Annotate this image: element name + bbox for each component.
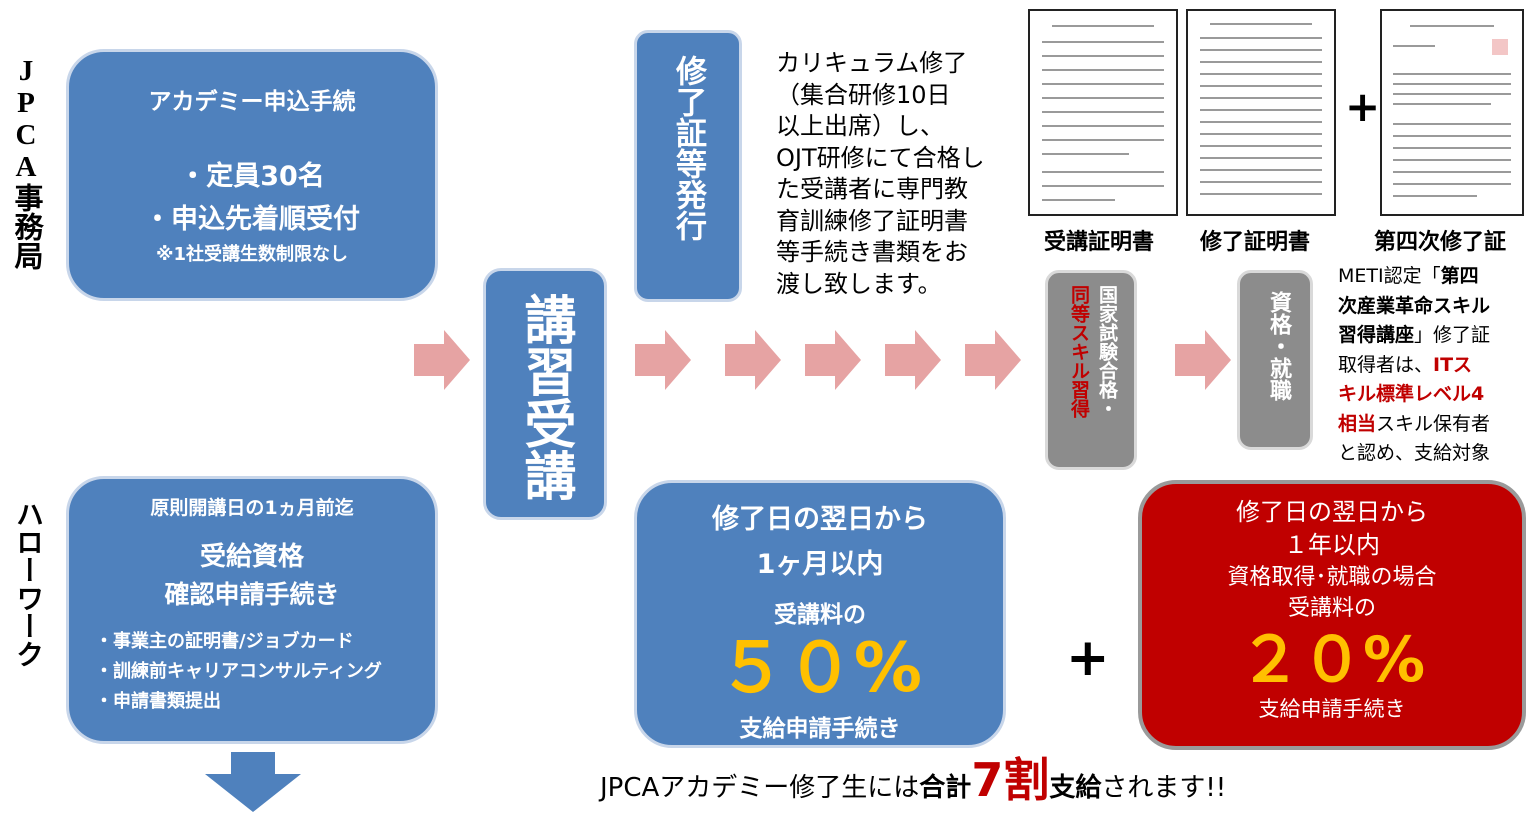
meti-text-red: ITス [1433,353,1473,376]
benefit1-line2: 1ヶ月以内 [756,549,884,580]
jpca-box-title: アカデミー申込手続 [148,89,356,115]
meti-text: 」修了証 [1414,324,1491,346]
attendance-certificate-caption: 受講証明書 [1044,230,1155,255]
benefit-50-box: 修了日の翌日から 1ヶ月以内 受講料の ５０% 支給申請手続き [634,480,1006,748]
benefit1-percent: ５０% [717,629,923,708]
hw-box-title2: 確認申請手続き [164,580,340,609]
meti-text-bold: 習得講座 [1338,324,1415,346]
course-attendance-box: 講習受講 [483,268,607,520]
fourth-certificate-caption: 第四次修了証 [1374,230,1507,255]
meti-text: スキル保有者 [1376,412,1491,435]
benefit2-percent: ２０% [1238,623,1426,696]
hw-box-item: ・申請書類提出 [95,691,221,712]
fourth-completion-certificate-image [1380,9,1524,216]
equivalent-skill-label: 同等スキル習得 [1068,285,1090,418]
benefit2-footer: 支給申請手続き [1258,697,1406,721]
bottom-text: されます!! [1101,773,1227,803]
benefit2-line2: １年以内 [1284,531,1380,559]
benefit2-line4: 受講料の [1287,596,1376,621]
documents-plus: + [1345,82,1381,131]
flow-arrow-icon [725,330,781,390]
flow-arrow-icon [414,330,470,390]
course-attendance-label: 講習受講 [515,293,575,501]
attendance-certificate-image [1028,9,1178,216]
hellowork-side-label: ハローワーク [12,500,45,668]
benefit-plus: + [1066,628,1110,688]
hw-box-title1: 受給資格 [199,542,304,572]
benefit1-line1: 修了日の翌日から [712,504,928,535]
benefit2-line3: 資格取得･就職の場合 [1227,565,1437,590]
meti-text-bold: 第四 [1440,265,1479,287]
flow-arrow-icon [885,330,941,390]
meti-text-red: 相当 [1338,412,1377,435]
curriculum-line: 等手続き書類をお [776,238,968,266]
jpca-box-line1: ・定員30名 [179,161,325,192]
curriculum-line: た受講者に専門教 [776,175,968,203]
meti-text: と認め、支給対象 [1338,442,1491,464]
jpca-box-line2: ・申込先着順受付 [144,204,360,235]
certificate-issue-box: 修了証等発行 [634,30,742,302]
curriculum-line: 以上出席）し、 [776,112,944,140]
curriculum-line: 渡し致します。 [776,269,942,298]
bottom-text-highlight: 7割 [971,753,1050,807]
meti-text-bold: 次産業革命スキル [1338,294,1491,317]
meti-text-red: キル標準レベル4 [1338,383,1485,405]
jpca-box-note: ※1社受講生数制限なし [155,244,349,265]
completion-certificate-image [1186,9,1336,216]
hw-box-header: 原則開講日の1ヵ月前迄 [150,497,354,519]
flow-arrow-icon [1175,330,1231,390]
benefit1-footer: 支給申請手続き [739,716,901,742]
curriculum-line: OJT研修にて合格し [776,143,985,172]
bottom-text-bold: 合計 [919,773,972,803]
curriculum-line: （集合研修10日 [776,80,951,109]
qualification-employment-box: 資格・就職 [1237,270,1313,450]
bottom-summary: JPCAアカデミー修了生には合計7割支給されます!! [600,752,1226,816]
flow-arrow-icon [805,330,861,390]
certificate-issue-label: 修了証等発行 [670,55,706,241]
benefit2-line1: 修了日の翌日から [1236,498,1428,526]
national-exam-box: 国家試験合格・ 同等スキル習得 [1045,270,1137,470]
curriculum-line: 育訓練修了証明書 [776,206,968,235]
completion-certificate-caption: 修了証明書 [1200,230,1311,255]
flow-arrow-icon [965,330,1021,390]
meti-text: 取得者は、 [1338,353,1434,376]
down-arrow-icon [205,752,301,812]
meti-description: METI認定「第四 次産業革命スキル 習得講座」修了証 取得者は、ITス キル標… [1338,262,1490,469]
jpca-application-box: アカデミー申込手続 ・定員30名 ・申込先着順受付 ※1社受講生数制限なし [66,49,438,301]
qualification-employment-label: 資格・就職 [1266,291,1291,401]
meti-text: METI認定「 [1338,265,1441,287]
flow-arrow-icon [635,330,691,390]
hw-box-item: ・訓練前キャリアコンサルティング [95,661,382,682]
jpca-side-label: JPCA事務局 [10,55,42,270]
bottom-text: JPCAアカデミー修了生には [600,773,920,803]
national-exam-label: 国家試験合格・ [1096,285,1118,418]
curriculum-description: カリキュラム修了 （集合研修10日 以上出席）し、 OJT研修にて合格し た受講… [776,48,985,300]
bottom-text-bold: 支給 [1049,773,1102,803]
hellowork-procedure-box: 原則開講日の1ヵ月前迄 受給資格 確認申請手続き ・事業主の証明書/ジョブカード… [66,476,438,744]
hw-box-item: ・事業主の証明書/ジョブカード [95,631,354,652]
benefit1-line3: 受講料の [774,602,866,628]
curriculum-line: カリキュラム修了 [776,49,968,77]
benefit-20-box: 修了日の翌日から １年以内 資格取得･就職の場合 受講料の ２０% 支給申請手続… [1138,480,1526,750]
